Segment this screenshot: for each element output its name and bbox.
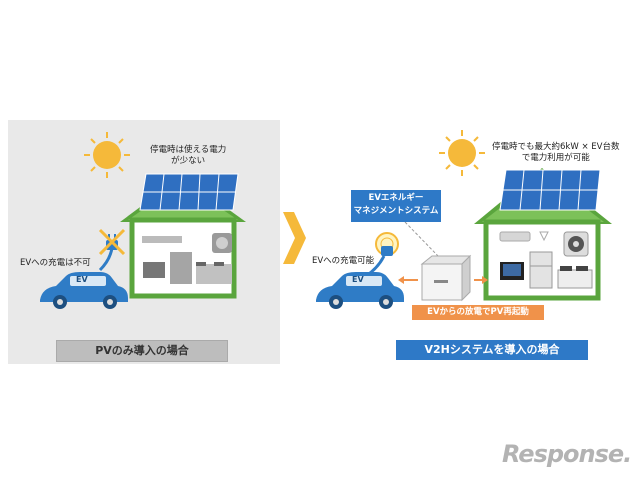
response-logo: Response. — [502, 440, 632, 468]
left-power-note: 停電時は使える電力 が少ない — [150, 145, 227, 166]
car-label-right: EV — [352, 275, 364, 284]
sun-icon — [84, 132, 130, 178]
cross-icon — [98, 228, 126, 256]
ems-label: EVエネルギー マネジメントシステム — [351, 190, 441, 222]
right-caption: V2Hシステムを導入の場合 — [396, 340, 588, 360]
solar-panel-icon — [139, 173, 239, 211]
arrow-icon — [398, 276, 488, 284]
solar-panel-icon — [499, 169, 601, 211]
car-icon — [40, 272, 128, 309]
discharge-label: EVからの放電でPV再起動 — [412, 305, 544, 320]
right-ev-charge-note: EVへの充電可能 — [312, 256, 375, 266]
left-ev-charge-note: EVへの充電は不可 — [20, 258, 91, 268]
chevron-icon — [283, 212, 306, 264]
right-power-note: 停電時でも最大約6kW × EV台数 で電力利用が可能 — [492, 142, 620, 163]
left-caption: PVのみ導入の場合 — [56, 340, 228, 362]
car-label-left: EV — [76, 275, 88, 284]
v2h-unit-icon — [420, 254, 472, 302]
sun-icon — [439, 130, 485, 176]
car-icon — [316, 272, 404, 309]
